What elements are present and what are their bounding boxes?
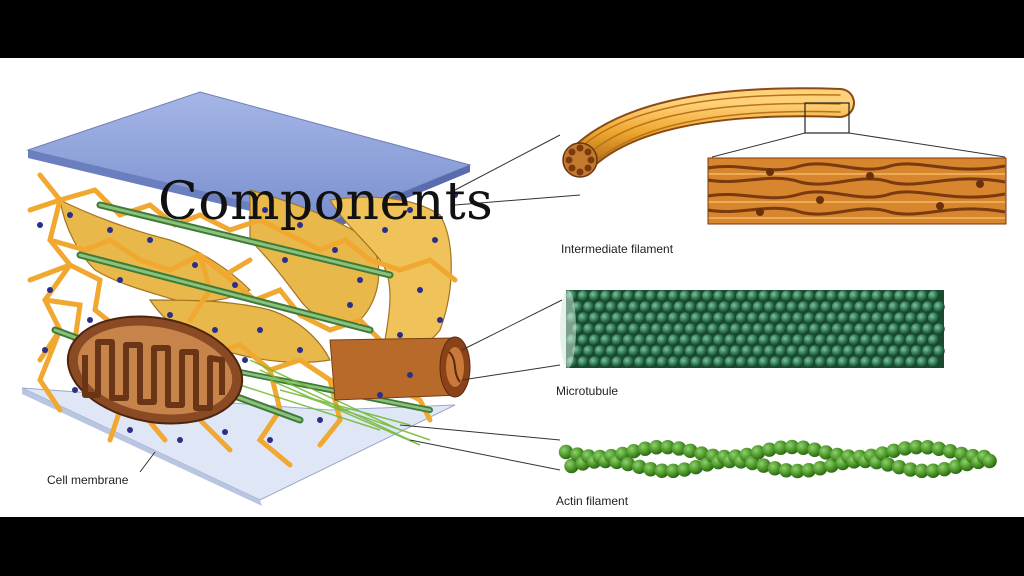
intermediate-filament-label: Intermediate filament [561,242,674,256]
cell-membrane-label: Cell membrane [47,473,129,487]
mitochondrion [66,315,244,425]
microtubule-label: Microtubule [556,384,619,398]
intermediate-filament-rope [562,87,855,178]
intermediate-filament-zoom [707,157,1007,225]
actin-filament-model [558,439,997,479]
microtubule-model [560,290,945,368]
cytoskeleton-illustration [21,87,1007,506]
cell-membrane-bottom [21,387,456,506]
ribosome-dots [37,192,458,443]
leader-lines [139,134,581,473]
actin-filament-label: Actin filament [556,494,629,508]
cell-filament-tube [329,336,471,401]
letterbox-bottom [0,517,1024,576]
slide-title: Components [158,172,494,232]
slide-canvas: Components [0,58,1024,517]
zoom-box [804,102,850,134]
cell-actin-mesh [239,359,431,446]
letterbox-top [0,0,1024,58]
